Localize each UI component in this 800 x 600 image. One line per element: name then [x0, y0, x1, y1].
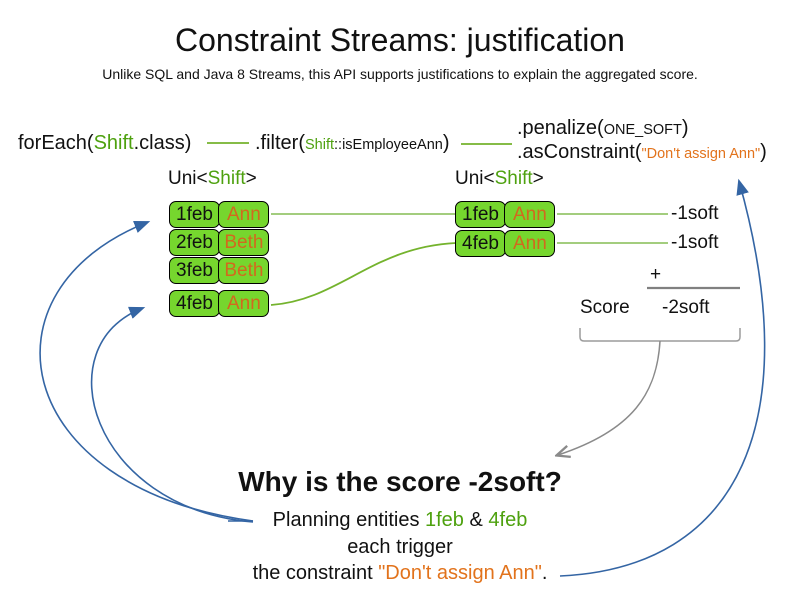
shift-group-left: 1feb Ann 2feb Beth 3feb Beth 4feb Ann: [169, 201, 271, 321]
shift-date-box: 1feb: [169, 201, 220, 228]
why-heading: Why is the score -2soft?: [238, 466, 562, 497]
uni-left-pre: Uni<: [168, 168, 208, 189]
shift-row: 4feb Ann: [169, 290, 270, 317]
code-foreach: forEach(Shift.class): [18, 132, 191, 155]
code-filter-method: ::isEmployeeAnn: [334, 137, 443, 153]
explanation-constraint-name: "Don't assign Ann": [378, 562, 542, 584]
code-foreach-post: .class): [133, 132, 192, 154]
explanation-line3-pre: the constraint: [252, 562, 379, 584]
code-filter-post: ): [442, 132, 450, 154]
code-asconstraint: .asConstraint("Don't assign Ann"): [517, 141, 767, 164]
score-value: -2soft: [662, 297, 710, 318]
uni-right-post: >: [532, 168, 544, 189]
page-title: Constraint Streams: justification: [175, 22, 625, 58]
shift-date-box: 4feb: [169, 290, 220, 317]
page-subtitle: Unlike SQL and Java 8 Streams, this API …: [102, 66, 698, 82]
shift-row: 4feb Ann: [455, 230, 556, 257]
shift-employee-box: Beth: [218, 229, 270, 256]
penalty-label-2: -1soft: [671, 232, 719, 253]
shift-date-box: 3feb: [169, 257, 220, 284]
code-penalize: .penalize(ONE_SOFT): [517, 117, 689, 140]
shift-row: 2feb Beth: [169, 229, 270, 256]
explanation-entity-2: 4feb: [488, 509, 528, 531]
code-filter-class: Shift: [305, 137, 335, 153]
explanation-line-3: the constraint "Don't assign Ann".: [0, 562, 800, 585]
explanation-line1-pre: Planning entities: [272, 509, 425, 531]
shift-employee-box: Beth: [218, 257, 270, 284]
connector-4feb: [270, 242, 457, 306]
code-foreach-pre: forEach(: [18, 132, 94, 154]
brace-to-why-arrow: [558, 340, 661, 455]
explanation-line-1: Planning entities 1feb & 4feb: [0, 509, 800, 532]
score-label: Score: [580, 297, 630, 318]
plus-sign: +: [650, 264, 662, 285]
shift-row: 1feb Ann: [455, 201, 556, 228]
shift-employee-box: Ann: [218, 201, 270, 228]
shift-date-box: 4feb: [455, 230, 506, 257]
shift-row: 1feb Ann: [169, 201, 270, 228]
score-brace: [579, 328, 741, 342]
explanation-entity-1: 1feb: [425, 509, 464, 531]
code-asconstraint-pre: .asConstraint(: [517, 141, 642, 163]
uni-label-right: Uni<Shift>: [455, 168, 544, 190]
uni-right-pre: Uni<: [455, 168, 495, 189]
shift-date-box: 1feb: [455, 201, 506, 228]
explanation-line1-mid: &: [463, 509, 489, 531]
code-foreach-class: Shift: [93, 132, 134, 154]
uni-left-type: Shift: [207, 168, 246, 189]
uni-right-type: Shift: [494, 168, 533, 189]
code-filter-pre: .filter(: [255, 132, 305, 154]
penalty-label-1: -1soft: [671, 203, 719, 224]
code-penalize-pre: .penalize(: [517, 117, 604, 139]
code-asconstraint-name: "Don't assign Ann": [641, 146, 761, 162]
uni-left-post: >: [245, 168, 257, 189]
explanation-line-2: each trigger: [347, 536, 453, 558]
shift-employee-box: Ann: [504, 201, 556, 228]
code-penalize-arg: ONE_SOFT: [603, 122, 682, 138]
code-penalize-post: ): [681, 117, 689, 139]
code-filter: .filter(Shift::isEmployeeAnn): [255, 132, 450, 155]
shift-employee-box: Ann: [218, 290, 270, 317]
shift-date-box: 2feb: [169, 229, 220, 256]
explanation-line3-post: .: [541, 562, 548, 584]
uni-label-left: Uni<Shift>: [168, 168, 257, 190]
shift-group-right: 1feb Ann 4feb Ann: [455, 201, 557, 261]
shift-row: 3feb Beth: [169, 257, 270, 284]
code-asconstraint-post: ): [760, 141, 767, 163]
shift-employee-box: Ann: [504, 230, 556, 257]
